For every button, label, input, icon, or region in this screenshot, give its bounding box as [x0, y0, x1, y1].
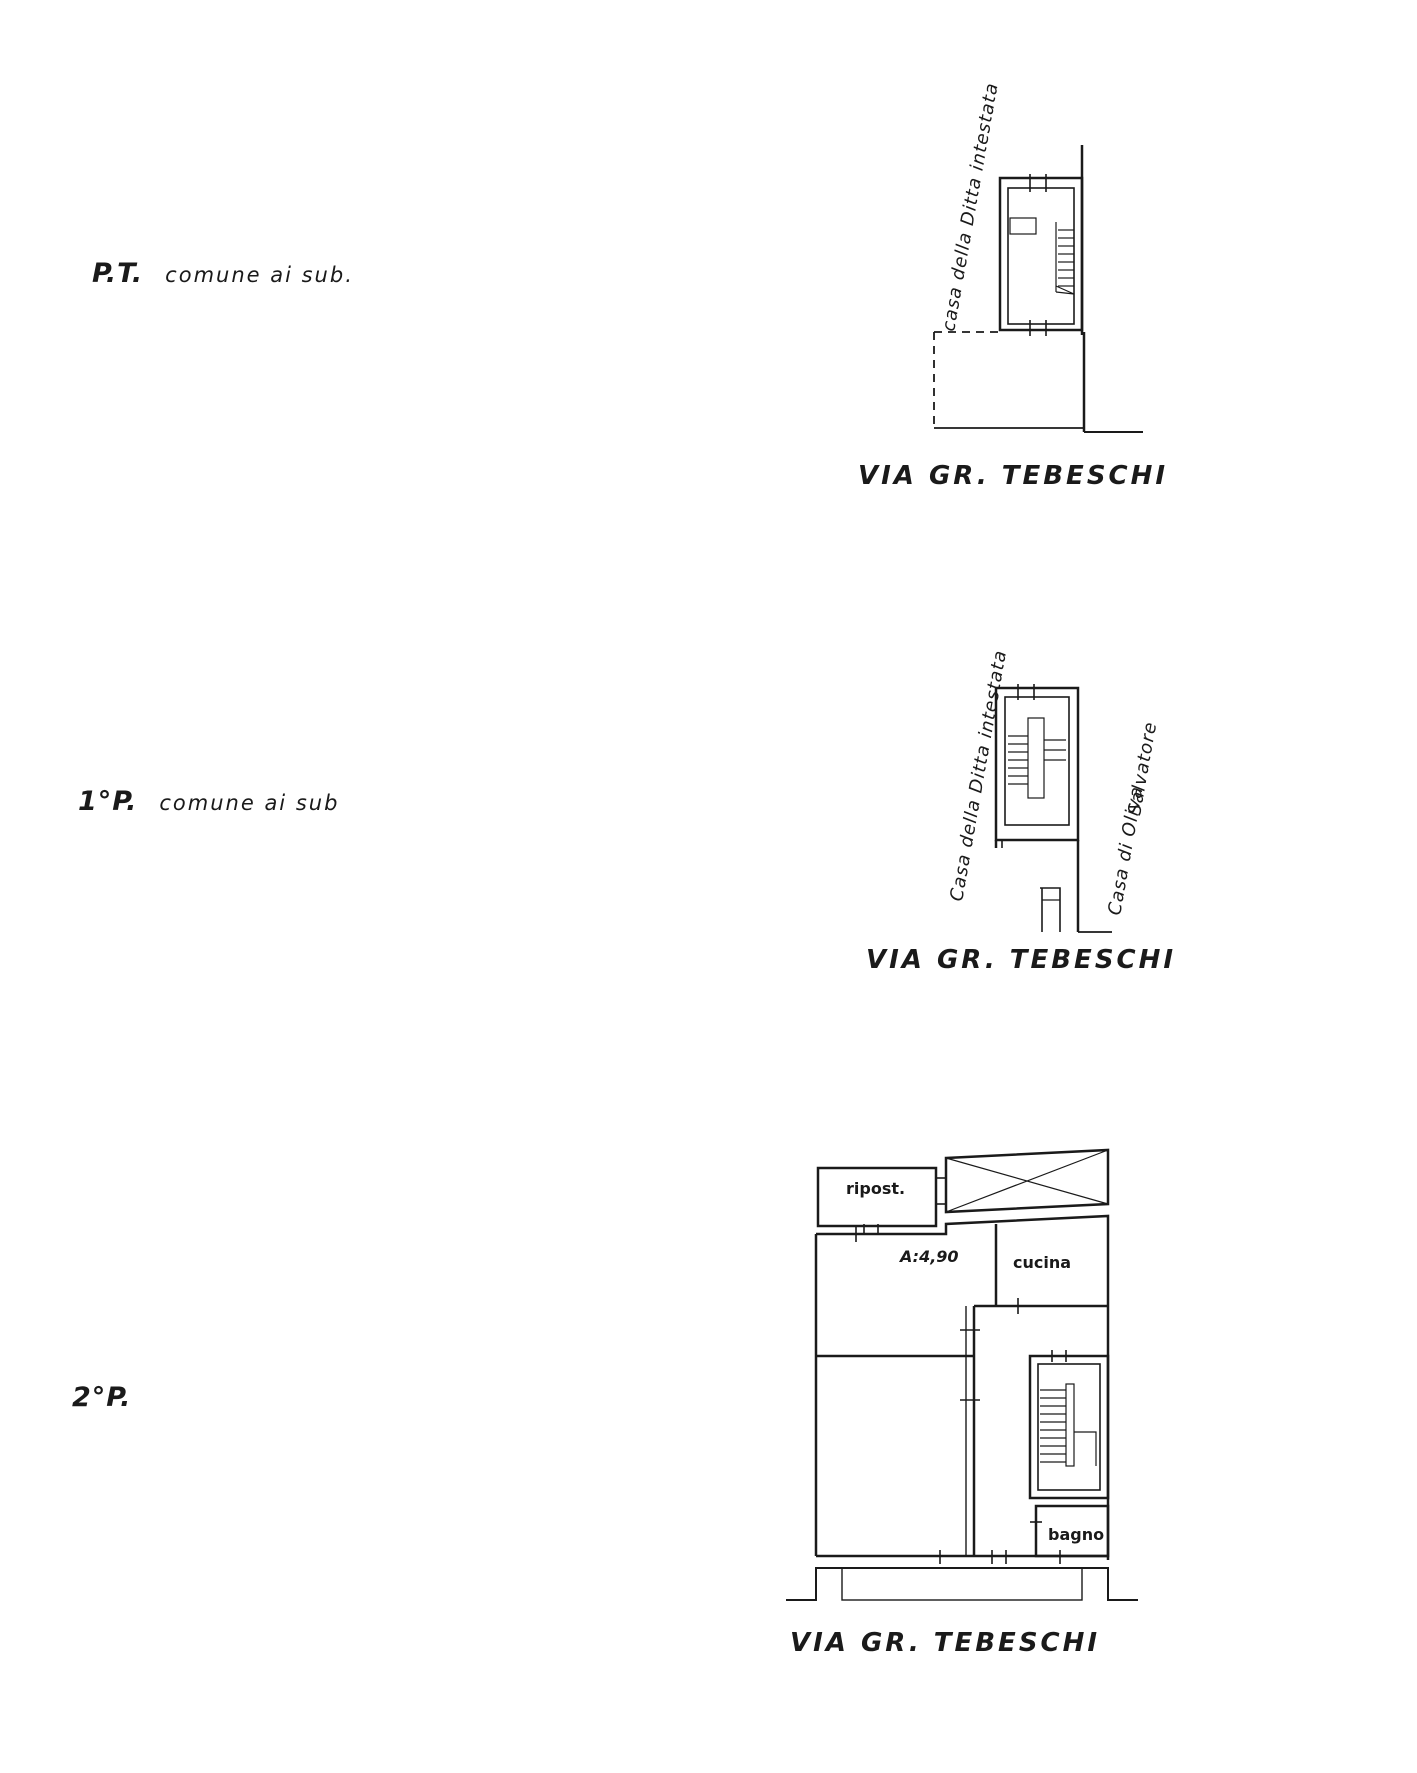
first-street-label: VIA GR. TEBESCHI [866, 945, 1176, 975]
first-floor-plan [994, 684, 1112, 933]
first-stair-room-outer [994, 686, 1080, 842]
kitchen-label: cucina [1013, 1253, 1071, 1272]
second-staircase [1040, 1383, 1097, 1467]
floor-level-second: 2°P. [72, 1382, 132, 1413]
floor-desc-ground: comune ai sub. [165, 263, 354, 287]
bathroom-label: bagno [1048, 1525, 1104, 1544]
ground-neighbor-label: casa della Ditta intestata [938, 81, 1002, 333]
floor-level-first: 1°P. [78, 786, 138, 817]
first-neighbor-right-label-2: Salvatore [1124, 720, 1161, 817]
floor-label-ground: P.T. comune ai sub. [92, 258, 354, 289]
ground-floor-plan [933, 145, 1143, 433]
floor-label-first: 1°P. comune ai sub [78, 786, 339, 817]
ground-stair-room-inner [1007, 187, 1075, 325]
floor-label-second: 2°P. [72, 1382, 131, 1413]
height-label: A:4,90 [898, 1247, 959, 1266]
first-staircase [1008, 717, 1066, 799]
second-floor-plan [786, 1148, 1138, 1601]
storage-room-label: ripost. [846, 1179, 905, 1198]
storage-room [816, 1166, 938, 1228]
bathroom [1034, 1504, 1110, 1558]
floor-desc-first: comune ai sub [159, 791, 340, 815]
ground-street-label: VIA GR. TEBESCHI [858, 461, 1168, 491]
floor-level-ground: P.T. [92, 258, 144, 289]
ground-staircase [1009, 217, 1075, 295]
first-stair-room-inner [1004, 696, 1070, 826]
ground-stair-room-outer [998, 176, 1084, 332]
second-street-label: VIA GR. TEBESCHI [790, 1628, 1100, 1658]
first-neighbor-left-label: Casa della Ditta intestata [946, 648, 1011, 903]
second-stair-room [1028, 1354, 1110, 1500]
